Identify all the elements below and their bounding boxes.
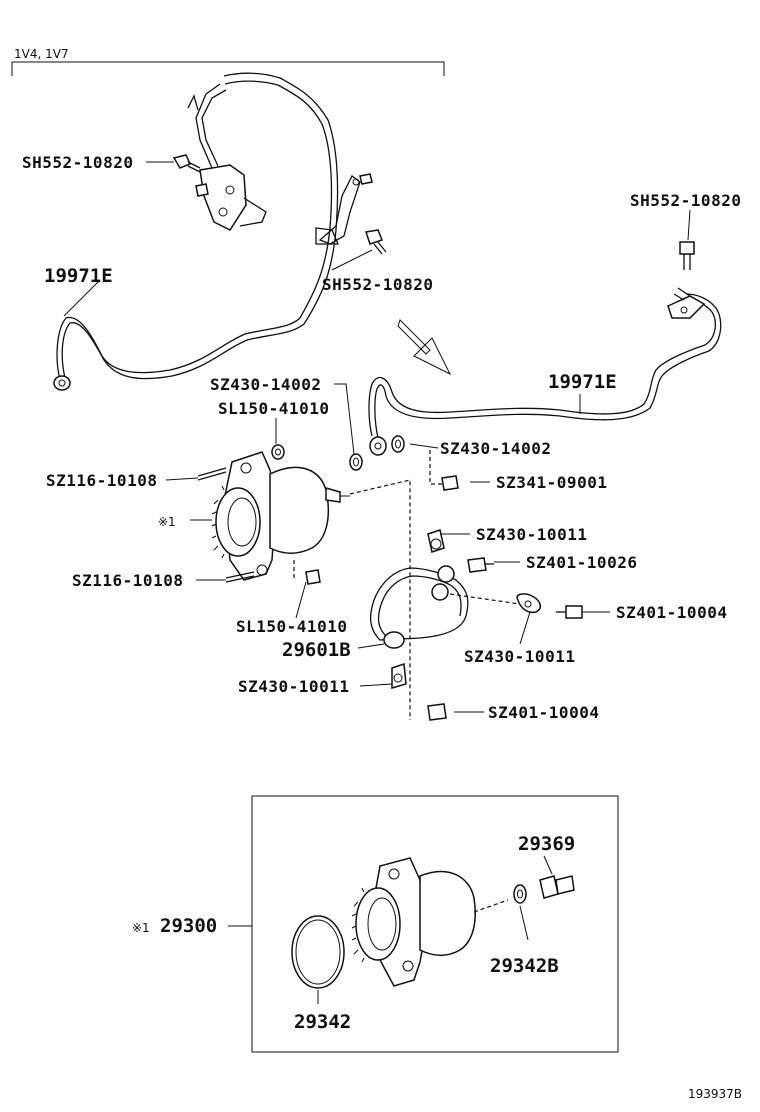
label-sz430-10011-b[interactable]: SZ430-10011 bbox=[464, 647, 575, 666]
label-29342b[interactable]: 29342B bbox=[490, 955, 559, 977]
label-29300-mark: ※1 bbox=[132, 921, 150, 935]
label-sz116-bottom[interactable]: SZ116-10108 bbox=[72, 571, 183, 590]
direction-arrow bbox=[397, 319, 452, 376]
label-sh552-mid[interactable]: SH552-10820 bbox=[322, 275, 433, 294]
label-sz401-10004-a[interactable]: SZ401-10004 bbox=[616, 603, 727, 622]
label-sz430-14002-b[interactable]: SZ430-14002 bbox=[440, 439, 551, 458]
pipe-29601b bbox=[369, 565, 469, 649]
hose-19971e-right bbox=[368, 241, 722, 456]
label-ref-mark-pump: ※1 bbox=[158, 515, 176, 529]
label-sh552-right[interactable]: SH552-10820 bbox=[630, 191, 741, 210]
label-sz116-top[interactable]: SZ116-10108 bbox=[46, 471, 157, 490]
clips-and-bolts bbox=[391, 475, 583, 721]
washers-14002 bbox=[271, 435, 405, 471]
label-19971e-right[interactable]: 19971E bbox=[548, 371, 617, 393]
label-sz401-10026[interactable]: SZ401-10026 bbox=[526, 553, 637, 572]
label-sz430-10011-c[interactable]: SZ430-10011 bbox=[238, 677, 349, 696]
label-sz401-10004-b[interactable]: SZ401-10004 bbox=[488, 703, 599, 722]
pump-assembly-box bbox=[251, 795, 619, 1053]
variant-bracket: 1V4, 1V7 bbox=[11, 47, 445, 76]
label-29342[interactable]: 29342 bbox=[294, 1011, 351, 1033]
label-sh552-top-left[interactable]: SH552-10820 bbox=[22, 153, 133, 172]
label-sz430-14002-a[interactable]: SZ430-14002 bbox=[210, 375, 321, 394]
label-sl150-top[interactable]: SL150-41010 bbox=[218, 399, 329, 418]
hose-19971e-left bbox=[53, 72, 387, 391]
label-sz430-10011-a[interactable]: SZ430-10011 bbox=[476, 525, 587, 544]
figure-id: 193937B bbox=[688, 1087, 742, 1101]
part-labels: SH552-10820 SH552-10820 SH552-10820 1997… bbox=[22, 153, 742, 1101]
leader-lines bbox=[63, 161, 691, 1004]
label-29300[interactable]: 29300 bbox=[160, 915, 217, 937]
label-sz341[interactable]: SZ341-09001 bbox=[496, 473, 607, 492]
label-19971e-left[interactable]: 19971E bbox=[44, 265, 113, 287]
label-29601b[interactable]: 29601B bbox=[282, 639, 351, 661]
label-29369[interactable]: 29369 bbox=[518, 833, 575, 855]
vacuum-pump-upper bbox=[197, 451, 350, 585]
dashed-guides bbox=[293, 450, 521, 720]
label-sl150-bottom[interactable]: SL150-41010 bbox=[236, 617, 347, 636]
variant-label: 1V4, 1V7 bbox=[14, 47, 69, 61]
